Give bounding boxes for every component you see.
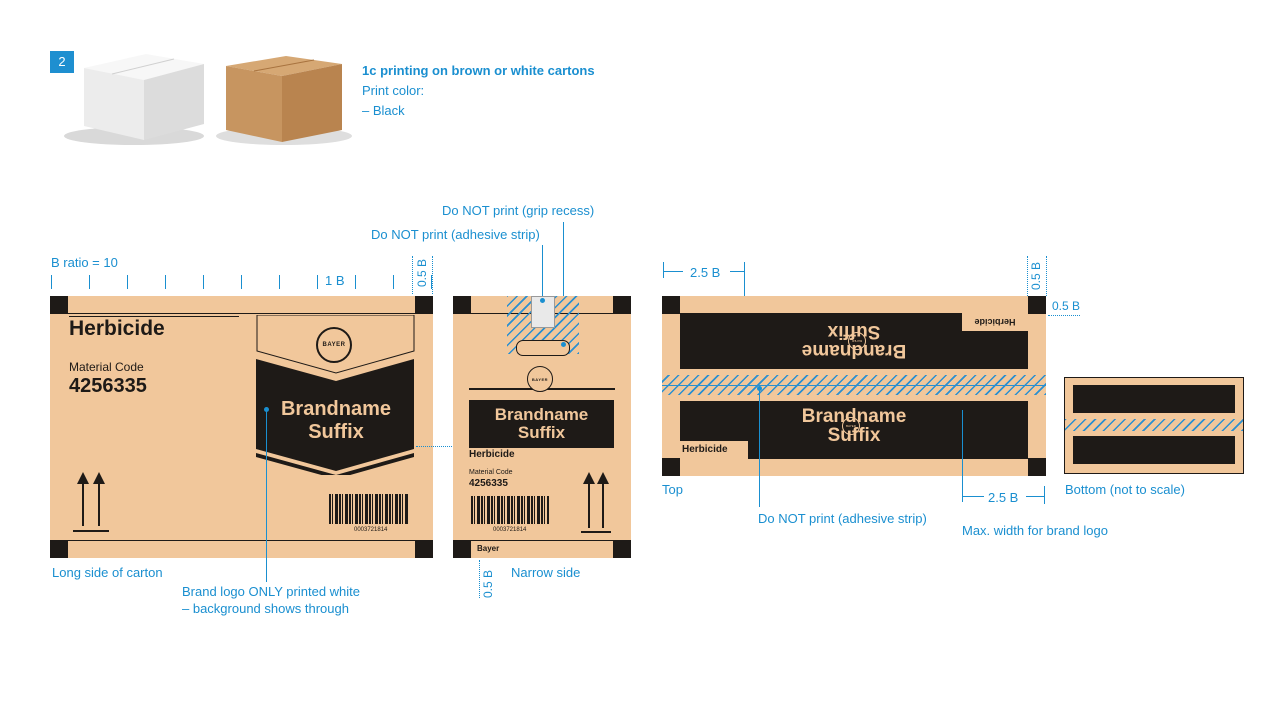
product-type-flipped: Herbicide [962, 313, 1028, 331]
dotted-guide [416, 446, 466, 447]
callout-leader [266, 410, 267, 582]
brand-name: Brandname [280, 398, 392, 420]
material-code-value: 4256335 [69, 375, 147, 397]
bottom-adhesive-hatched [1065, 419, 1243, 431]
brand-group-top: BAYER Brandname Suffix [680, 401, 1028, 451]
print-spec-heading: 1c printing on brown or white cartons [362, 63, 595, 78]
narrow-side-panel: BAYER Brandname Suffix Herbicide Materia… [453, 296, 631, 558]
callout-leader [759, 389, 760, 507]
brand-bar-narrow [469, 400, 614, 448]
barcode-number-narrow: 0003721814 [493, 527, 527, 533]
bayer-cross-logo-narrow: BAYER [527, 366, 553, 392]
brand-logo-note-line1: Brand logo ONLY printed white [182, 584, 361, 599]
material-code-narrow: 4256335 [469, 478, 508, 489]
b-ratio-label: B ratio = 10 [51, 255, 118, 270]
brand-suffix: Suffix [308, 421, 364, 443]
adhesive-strip-area [531, 296, 555, 328]
this-side-up-icon-narrow [581, 472, 611, 539]
print-color-value: – Black [362, 103, 405, 118]
brand-logo-note-line2: – background shows through [182, 601, 349, 616]
narrow-side-caption: Narrow side [511, 565, 581, 580]
dotted-guide [479, 560, 480, 598]
brand-suffix-narrow: Suffix [517, 423, 566, 442]
adhesive-strip-callout: Do NOT print (adhesive strip) [371, 227, 540, 242]
top-panel: BAYER Brandname Suffix Herbicide BAYER B… [662, 296, 1046, 476]
barcode-number: 0003721814 [354, 527, 388, 533]
grip-recess-callout: Do NOT print (grip recess) [442, 203, 595, 218]
max-width-callout: Max. width for brand logo [962, 523, 1108, 538]
long-side-caption: Long side of carton [52, 565, 163, 580]
this-side-up-icon [73, 472, 109, 539]
brown-carton-photo [212, 50, 355, 148]
top-caption: Top [662, 482, 683, 497]
product-type-narrow: Herbicide [469, 449, 515, 460]
one-b-label: 1 B [325, 273, 345, 288]
half-b-vertical-long: 0.5 B [415, 258, 429, 287]
half-b-vertical-top: 0.5 B [1029, 261, 1043, 290]
maker-label: Bayer [477, 544, 500, 553]
two-half-b-label-bottom: 2.5 B [988, 490, 1019, 505]
callout-dot [264, 407, 269, 412]
callout-leader [563, 222, 564, 344]
print-color-label: Print color: [362, 83, 425, 98]
two-half-b-label-top: 2.5 B [690, 265, 721, 280]
print-spec-text: 1c printing on brown or white cartons Pr… [362, 61, 595, 121]
callout-leader [962, 410, 963, 502]
bottom-caption: Bottom (not to scale) [1065, 482, 1185, 497]
brand-chevron-block [256, 314, 416, 480]
brand-name-narrow: Brandname [494, 405, 589, 424]
barcode-narrow [471, 496, 549, 524]
grip-recess-slot [516, 340, 570, 356]
half-b-vertical-narrow: 0.5 B [481, 569, 495, 598]
barcode [329, 494, 409, 524]
callout-leader [542, 245, 543, 301]
material-code-label-narrow: Material Code [469, 469, 513, 476]
bayer-cross-logo-white: BAYER [848, 332, 866, 350]
brand-suffix-top: Suffix [827, 425, 881, 446]
product-type-top: Herbicide [680, 441, 748, 459]
dotted-guide [412, 256, 413, 294]
dotted-guide [432, 256, 433, 294]
bottom-panel [1064, 377, 1244, 474]
white-carton-photo [62, 50, 207, 148]
half-b-label-top: 0.5 B [1052, 299, 1081, 313]
product-type-heading: Herbicide [69, 317, 165, 340]
adhesive-strip-callout-top: Do NOT print (adhesive strip) [758, 511, 927, 526]
material-code-label: Material Code [69, 360, 144, 374]
bayer-cross-logo: BAYER [316, 327, 352, 363]
brand-name-top: Brandname [801, 406, 907, 427]
section-number-badge: 2 [50, 51, 74, 73]
bayer-cross-logo-white-top: BAYER [842, 417, 860, 435]
long-side-panel: Herbicide Material Code 4256335 BAYER Br… [50, 296, 433, 558]
